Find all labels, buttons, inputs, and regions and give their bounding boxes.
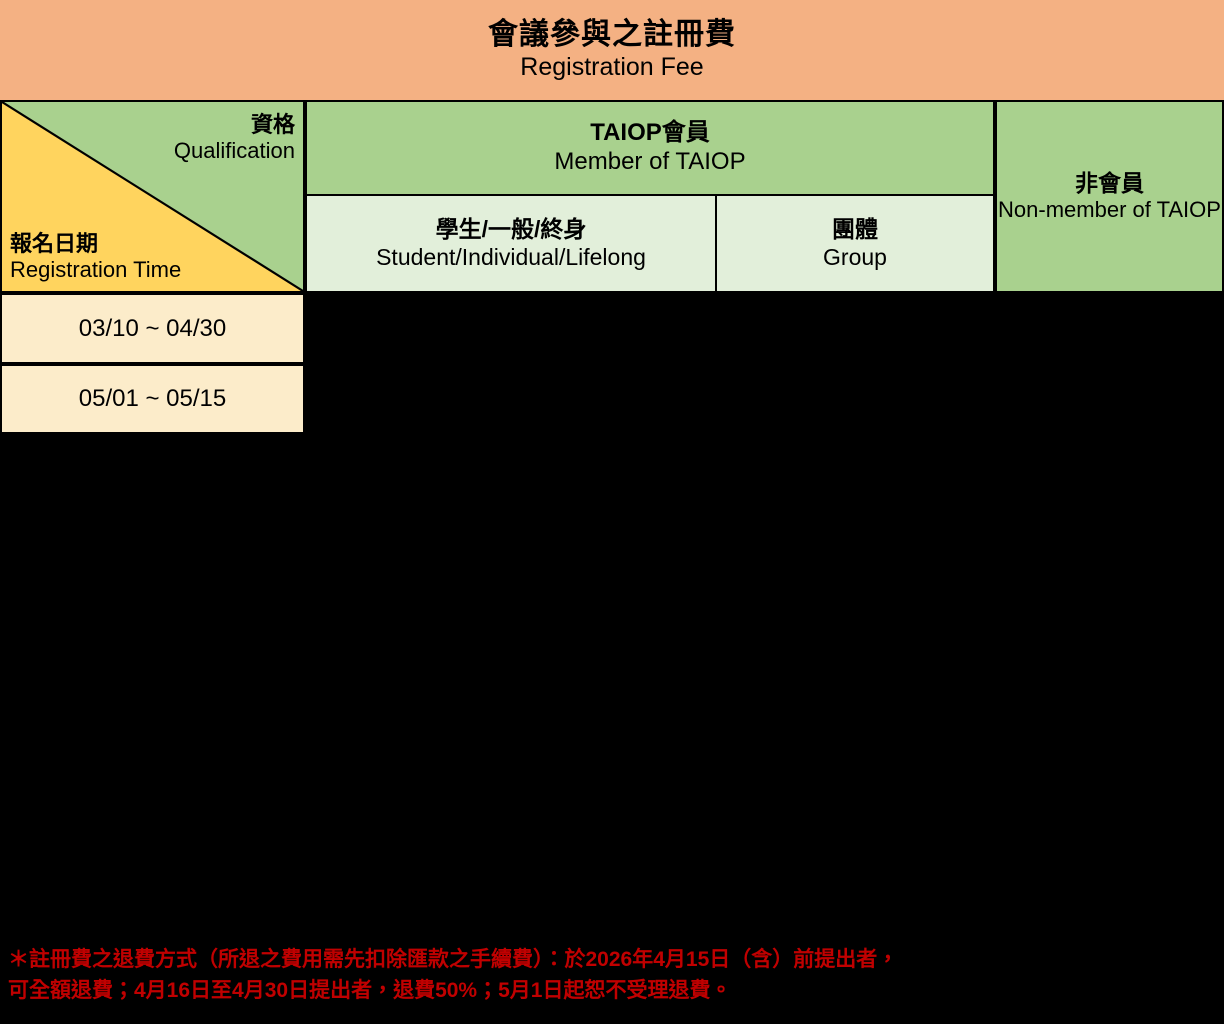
page-title-zh: 會議參與之註冊費 — [488, 18, 736, 52]
column-header-non-member: 非會員 Non-member of TAIOP — [995, 100, 1224, 293]
fee-cell-row1-group — [715, 293, 995, 364]
title-banner: 會議參與之註冊費 Registration Fee — [0, 0, 1224, 100]
registration-period-2: 05/01 ~ 05/15 — [78, 385, 227, 412]
table-row: 05/01 ~ 05/15 — [0, 364, 305, 434]
student-individual-lifelong-zh: 學生/一般/終身 — [435, 215, 587, 242]
fee-cell-row2-group — [715, 364, 995, 434]
registration-time-label: 報名日期 Registration Time — [10, 231, 181, 283]
refund-policy-line-1: ＊註冊費之退費方式（所退之費用需先扣除匯款之手續費）：於2026年4月15日（含… — [8, 948, 899, 972]
registration-period-1: 03/10 ~ 04/30 — [78, 314, 227, 342]
non-member-zh: 非會員 — [1075, 169, 1144, 196]
table-corner-header: 資格 Qualification 報名日期 Registration Time — [0, 100, 305, 293]
non-member-en: Non-member of TAIOP — [998, 197, 1221, 223]
fee-cell-row1-non-member — [995, 293, 1224, 364]
corner-diagonal-line-icon — [2, 102, 303, 291]
registration-time-label-en: Registration Time — [10, 257, 182, 283]
student-individual-lifelong-en: Student/Individual/Lifelong — [376, 243, 646, 270]
table-row: 03/10 ~ 04/30 — [0, 293, 305, 364]
registration-time-label-zh: 報名日期 — [10, 231, 99, 257]
refund-policy-line-2: 可全額退費；4月16日至4月30日提出者，退費50%；5月1日起恕不受理退費。 — [8, 978, 732, 1002]
page-title-en: Registration Fee — [520, 52, 704, 81]
member-of-taiop-en: Member of TAIOP — [554, 148, 746, 175]
fee-cell-row2-non-member — [995, 364, 1224, 434]
member-of-taiop-zh: TAIOP會員 — [590, 119, 710, 147]
refund-policy-footnote: ＊註冊費之退費方式（所退之費用需先扣除匯款之手續費）：於2026年4月15日（含… — [0, 945, 1224, 1006]
registration-fee-table: 資格 Qualification 報名日期 Registration Time … — [0, 100, 1224, 434]
column-header-member-of-taiop: TAIOP會員 Member of TAIOP — [305, 100, 995, 196]
fee-cell-row2-student-individual-lifelong — [305, 364, 717, 434]
group-zh: 團體 — [832, 215, 878, 242]
fee-cell-row1-student-individual-lifelong — [305, 293, 717, 364]
column-header-student-individual-lifelong: 學生/一般/終身 Student/Individual/Lifelong — [305, 194, 717, 293]
group-en: Group — [823, 243, 887, 270]
column-header-group: 團體 Group — [715, 194, 995, 293]
qualification-label: 資格 Qualification — [174, 112, 295, 164]
qualification-label-en: Qualification — [173, 137, 295, 163]
qualification-label-zh: 資格 — [250, 112, 295, 137]
